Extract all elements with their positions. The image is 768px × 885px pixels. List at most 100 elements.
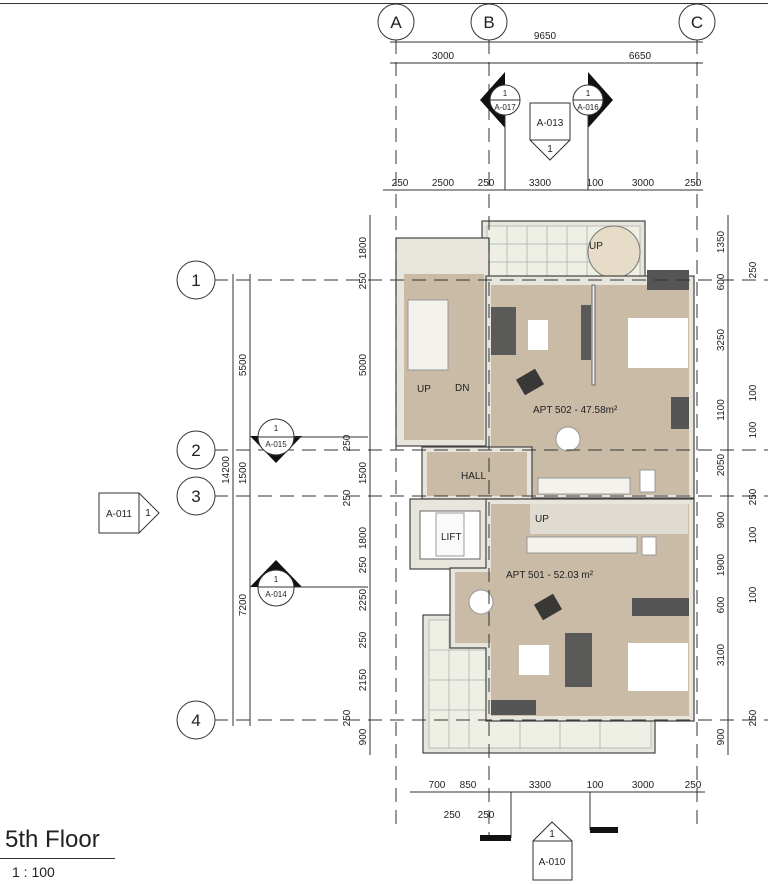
- dim-text: 100: [748, 526, 759, 543]
- marker-sheet: A-011: [106, 509, 132, 520]
- marker-number: 1: [547, 144, 553, 155]
- dim-text: 250: [685, 780, 702, 791]
- dim-text: 1900: [716, 553, 727, 576]
- grid-bubble-B[interactable]: B: [470, 3, 508, 41]
- dining-table: [468, 589, 494, 615]
- dim-text: 7200: [238, 593, 249, 616]
- grid-label: 4: [191, 711, 200, 730]
- marker-sheet: A-010: [539, 857, 566, 868]
- dim-text: 250: [444, 810, 461, 821]
- apt-502-label: APT 502 - 47.58m²: [533, 405, 618, 416]
- dim-text: 250: [392, 178, 409, 189]
- dim-text: 250: [685, 178, 702, 189]
- section-marker-a014[interactable]: 1 A-014: [250, 560, 368, 607]
- marker-sheet: A-016: [577, 103, 599, 112]
- grid-bubble-3[interactable]: 3: [176, 476, 216, 516]
- sofa: [565, 633, 592, 687]
- grid-bubble-2[interactable]: 2: [176, 430, 216, 470]
- dim-text: 1350: [716, 230, 727, 253]
- marker-number: 1: [586, 89, 591, 98]
- building: UP UP DN APT 502 - 47.58m² HALL LIFT: [395, 220, 695, 754]
- view-title: 5th Floor: [5, 826, 100, 853]
- view-scale: 1 : 100: [12, 864, 55, 880]
- grid-label: A: [390, 13, 402, 32]
- coffee-table: [528, 320, 548, 350]
- tv-unit: [491, 700, 536, 715]
- hall-label: HALL: [461, 471, 486, 482]
- dim-text: 5500: [238, 353, 249, 376]
- grid-label: 2: [191, 441, 200, 460]
- dining-table: [555, 426, 581, 452]
- marker-number: 1: [549, 829, 555, 840]
- dim-text: 600: [716, 596, 727, 613]
- sofa: [491, 307, 516, 355]
- armchair: [533, 593, 563, 621]
- dim-text: 14200: [221, 456, 232, 484]
- kitchen-counter: [526, 536, 638, 554]
- dim-text: 2150: [358, 668, 369, 691]
- dim-text: 700: [429, 780, 446, 791]
- marker-number: 1: [274, 424, 279, 433]
- dim-text: 100: [748, 384, 759, 401]
- dimension-texts: 9650 3000 6650 250 2500 250 3300 100 300…: [221, 31, 759, 821]
- apt-501-label: APT 501 - 52.03 m²: [506, 570, 594, 581]
- dim-text: 1100: [716, 399, 727, 421]
- marker-number: 1: [145, 508, 151, 519]
- dim-text: 6650: [629, 51, 652, 62]
- dim-text: 250: [358, 556, 369, 573]
- elevation-marker-a010[interactable]: 1 A-010: [532, 821, 573, 881]
- toilet: [641, 536, 657, 556]
- stair-flight: [407, 299, 449, 371]
- grid-bubble-1[interactable]: 1: [176, 260, 216, 300]
- dim-text: 3300: [529, 780, 552, 791]
- coffee-table: [519, 645, 549, 675]
- bed: [628, 643, 688, 691]
- dim-text: 3000: [432, 51, 455, 62]
- grid-bubble-4[interactable]: 4: [176, 700, 216, 740]
- dim-text: 250: [478, 178, 495, 189]
- stair-dn-label: DN: [455, 383, 469, 394]
- armchair: [515, 368, 545, 396]
- dim-text: 250: [748, 709, 759, 726]
- dim-text: 250: [358, 272, 369, 289]
- section-marker-a015[interactable]: 1 A-015: [250, 418, 368, 463]
- dim-text: 250: [748, 488, 759, 505]
- elevation-marker-a011[interactable]: A-011 1: [98, 492, 160, 534]
- dim-text: 100: [587, 780, 604, 791]
- dim-text: 5000: [358, 353, 369, 376]
- marker-sheet: A-017: [494, 103, 516, 112]
- grid-label: C: [691, 13, 703, 32]
- dim-text: 250: [478, 810, 495, 821]
- grid-label: 3: [191, 487, 200, 506]
- dim-text: 250: [342, 434, 353, 451]
- marker-number: 1: [503, 89, 508, 98]
- apt-501-stair: [530, 504, 688, 534]
- dim-text: 1500: [238, 461, 249, 484]
- dim-text: 2050: [716, 453, 727, 476]
- wardrobe: [671, 397, 689, 429]
- grid-label: 1: [191, 271, 200, 290]
- dim-text: 250: [358, 631, 369, 648]
- dim-text: 3250: [716, 328, 727, 351]
- title-underline: [0, 858, 115, 859]
- upper-balcony-tiles: [486, 225, 641, 281]
- grid-bubble-C[interactable]: C: [678, 3, 716, 41]
- dim-text: 3000: [632, 780, 655, 791]
- dim-text: 900: [358, 728, 369, 745]
- dimension-lines: [232, 41, 729, 841]
- dim-text: 850: [460, 780, 477, 791]
- section-marker-a017[interactable]: 1 A-017: [480, 72, 521, 190]
- dim-text: 1800: [358, 526, 369, 549]
- section-marker-a016[interactable]: 1 A-016: [572, 72, 613, 190]
- grid-label: B: [483, 13, 494, 32]
- dim-text: 2500: [432, 178, 455, 189]
- grid-bubble-A[interactable]: A: [377, 3, 415, 41]
- elevation-marker-a013[interactable]: A-013 1: [529, 102, 571, 161]
- dim-text: 3000: [632, 178, 655, 189]
- marker-sheet: A-013: [537, 118, 564, 129]
- lift-label: LIFT: [441, 532, 462, 543]
- dim-text: 100: [748, 421, 759, 438]
- dim-text: 250: [342, 709, 353, 726]
- dim-text: 1500: [358, 461, 369, 484]
